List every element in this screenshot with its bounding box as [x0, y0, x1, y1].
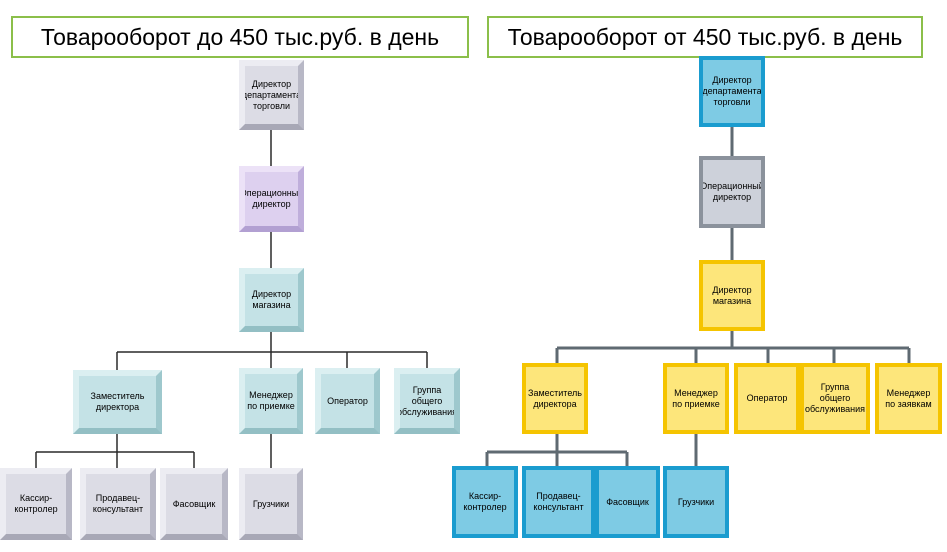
left-deputy-director-label: Заместитель директора: [90, 391, 145, 412]
right-loaders-label: Грузчики: [677, 496, 715, 507]
left-sales-consultant-box: Продавец-консультант: [80, 468, 156, 540]
right-receiving-manager-box: Менеджер по приемке: [663, 363, 729, 434]
right-requests-manager-label: Менеджер по заявкам: [885, 387, 932, 409]
left-general-service-group-box: Группа общего обслуживания: [394, 368, 460, 434]
right-receiving-manager-label: Менеджер по приемке: [672, 387, 720, 409]
left-store-director-label: Директор магазина: [251, 289, 292, 310]
left-receiving-manager-box: Менеджер по приемке: [239, 368, 303, 434]
left-director-department-label: Директор департамента торговли: [241, 78, 302, 111]
right-director-department-box: Директор департамента торговли: [699, 56, 765, 127]
right-operations-director-box: Операционный директор: [699, 156, 765, 228]
right-sales-consultant-box: Продавец-консультант: [522, 466, 595, 538]
left-general-service-group-label: Группа общего обслуживания: [397, 384, 458, 417]
left-operator-box: Оператор: [315, 368, 380, 434]
right-packer-label: Фасовщик: [606, 496, 649, 507]
right-operations-director-label: Операционный директор: [700, 181, 764, 202]
right-director-department-label: Директор департамента торговли: [702, 75, 762, 107]
right-store-director-box: Директор магазина: [699, 260, 765, 331]
left-deputy-director-box: Заместитель директора: [73, 370, 162, 434]
right-deputy-director-label: Заместитель директора: [528, 387, 582, 409]
right-cashier-box: Кассир-контролер: [452, 466, 518, 538]
right-loaders-box: Грузчики: [663, 466, 729, 538]
right-sales-consultant-label: Продавец-консультант: [533, 491, 584, 512]
right-packer-box: Фасовщик: [595, 466, 660, 538]
right-cashier-label: Кассир-контролер: [463, 491, 507, 512]
left-cashier-label: Кассир-контролер: [14, 493, 58, 514]
left-director-department-box: Директор департамента торговли: [239, 60, 304, 130]
right-deputy-director-box: Заместитель директора: [522, 363, 588, 434]
left-operations-director-label: Операционный директор: [239, 188, 304, 209]
right-general-service-group-label: Группа общего обслуживания: [805, 382, 866, 414]
right-store-director-label: Директор магазина: [712, 284, 752, 306]
header-left: Товарооборот до 450 тыс.руб. в день: [11, 16, 469, 58]
right-operator-label: Оператор: [746, 393, 788, 403]
left-receiving-manager-label: Менеджер по приемке: [247, 390, 295, 411]
left-store-director-box: Директор магазина: [239, 268, 304, 332]
right-general-service-group-box: Группа общего обслуживания: [800, 363, 870, 434]
left-cashier-box: Кассир-контролер: [0, 468, 72, 540]
left-packer-box: Фасовщик: [160, 468, 228, 540]
right-requests-manager-box: Менеджер по заявкам: [875, 363, 942, 434]
left-sales-consultant-label: Продавец-консультант: [92, 493, 144, 514]
right-operator-box: Оператор: [734, 363, 800, 434]
left-packer-label: Фасовщик: [172, 498, 216, 509]
left-operator-label: Оператор: [327, 395, 368, 406]
left-loaders-box: Грузчики: [239, 468, 303, 540]
left-operations-director-box: Операционный директор: [239, 166, 304, 232]
left-loaders-label: Грузчики: [252, 498, 290, 509]
